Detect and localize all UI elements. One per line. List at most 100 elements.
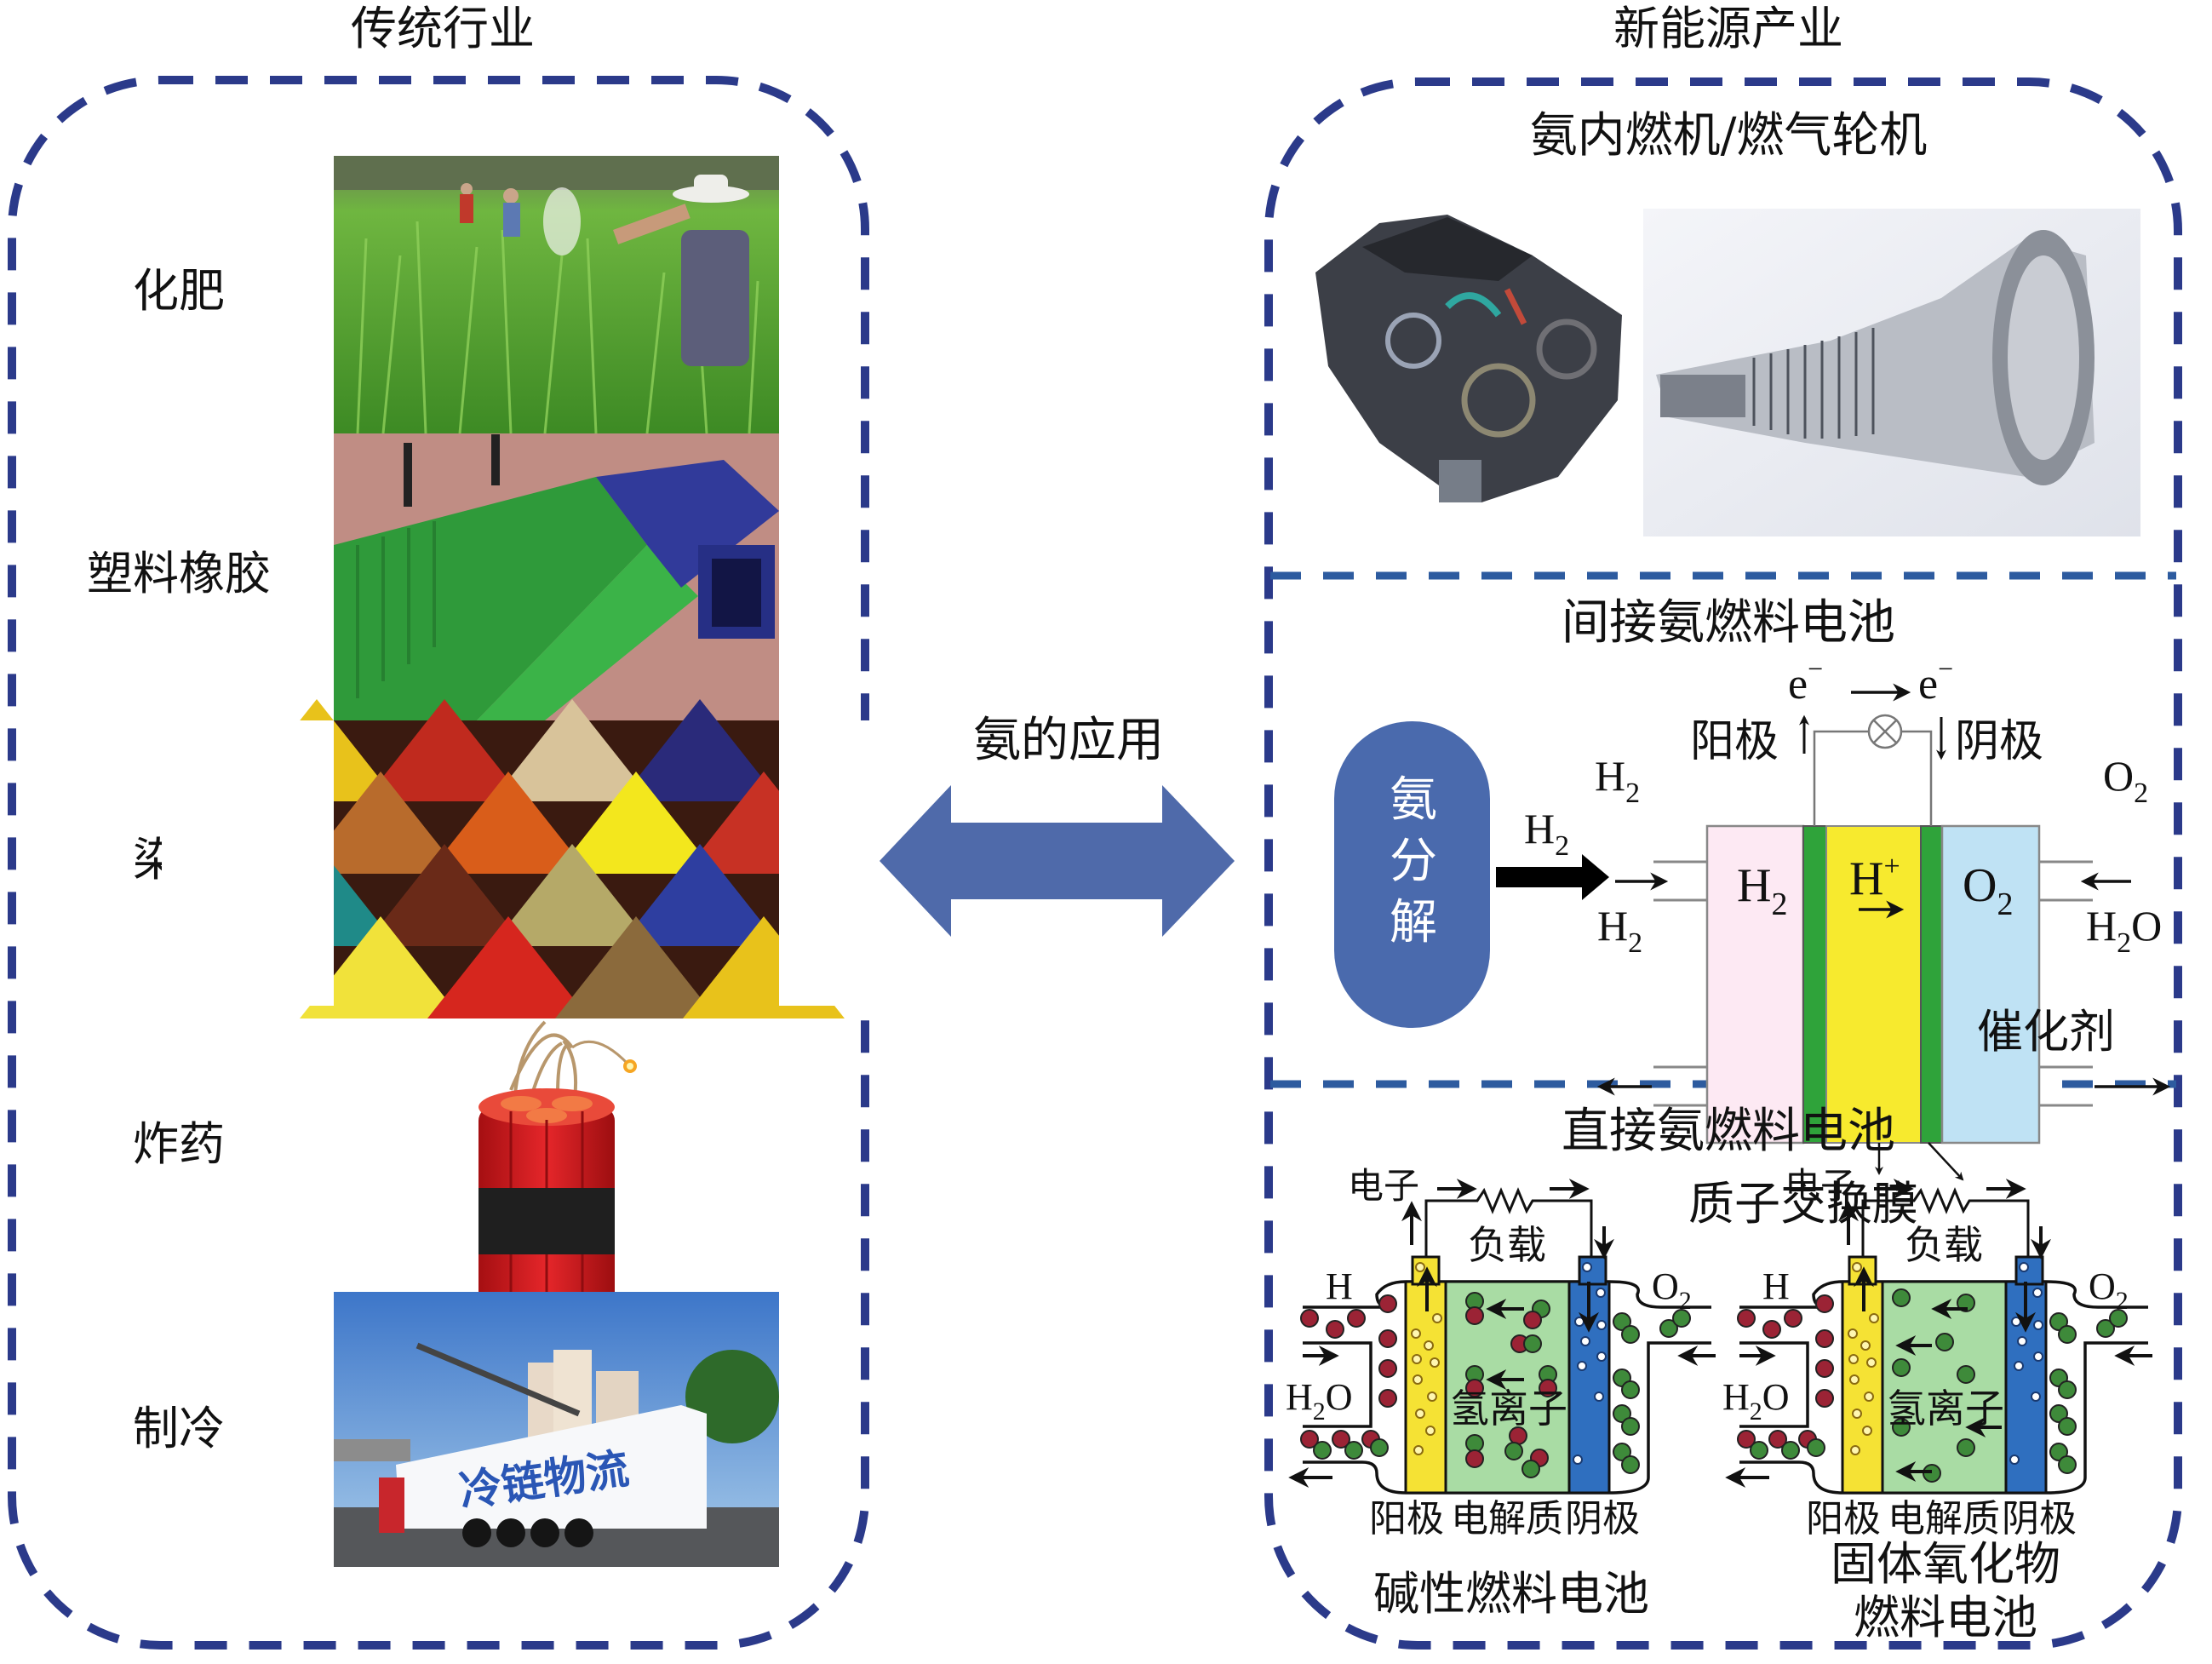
item-label-refrigeration: 制冷	[133, 1402, 225, 1455]
photo-fertilizer	[334, 156, 779, 434]
anode-layer-label: 阳极	[1806, 1497, 1881, 1541]
molecule	[1737, 1309, 1756, 1328]
anode-particle	[1432, 1313, 1442, 1323]
molecule	[1613, 1443, 1631, 1461]
photo-gas-turbine	[1643, 209, 2140, 536]
electron-label: 电子	[1348, 1165, 1419, 1207]
direct-cell-title: 直接氨燃料电池	[1562, 1104, 1895, 1159]
molecule	[1313, 1441, 1332, 1460]
new-energy-industry-box	[1264, 77, 2182, 1650]
photo-refrigeration: 冷链物流	[334, 1292, 779, 1567]
molecule	[1521, 1460, 1540, 1478]
anode-layer	[1404, 1280, 1447, 1495]
catalyst-label: 催化剂	[1977, 1005, 2115, 1059]
molecule	[1378, 1359, 1397, 1378]
molecule	[1892, 1358, 1911, 1377]
pem-fuel-cell	[1705, 824, 2041, 1145]
molecule	[1621, 1455, 1640, 1474]
external-circuit	[1813, 714, 1933, 826]
load-resistor-icon	[1861, 1187, 2030, 1257]
ion-label: 氢离子	[1450, 1386, 1567, 1432]
fuel-label: H	[1326, 1265, 1353, 1307]
molecule	[2058, 1417, 2077, 1436]
molecule	[1539, 1379, 1557, 1397]
molecule	[1815, 1294, 1834, 1313]
anode-particle	[1415, 1262, 1425, 1272]
decomposer-char-3: 解	[1390, 895, 1437, 950]
molecule	[1892, 1418, 1911, 1437]
anode-particle	[1430, 1357, 1440, 1368]
anode-catalyst-layer	[1802, 825, 1827, 1144]
cathode-particle	[2031, 1391, 2041, 1402]
cathode-layer-label: 阴极	[2002, 1497, 2077, 1541]
anode-label: 阳极	[1690, 716, 1779, 767]
molecule	[1935, 1333, 1954, 1351]
cathode-particle	[1594, 1391, 1604, 1402]
molecule	[1465, 1449, 1484, 1468]
molecule	[1784, 1309, 1802, 1328]
electron-label: 电子	[1785, 1165, 1856, 1207]
cell-ports	[1653, 860, 2093, 1107]
anode-chamber-label: H2	[1737, 859, 1787, 922]
exhaust-label: H2O	[1286, 1376, 1353, 1426]
membrane-label: 质子交换膜	[1688, 1177, 1918, 1231]
molecule	[1957, 1365, 1975, 1384]
molecule	[1523, 1311, 1542, 1329]
fuel-channel	[1303, 1341, 1372, 1428]
electron-label-right: e−	[1918, 653, 1953, 709]
photo-plastic-rubber	[334, 433, 779, 720]
anode-particle	[1413, 1445, 1424, 1455]
dye-cone	[364, 844, 525, 946]
oxidant-label: O2	[1652, 1265, 1692, 1315]
cathode-catalyst-layer	[1920, 825, 1943, 1144]
cathode-particle	[1596, 1288, 1606, 1298]
molecule	[1465, 1306, 1484, 1325]
h2o-outlet-label: H2O	[2086, 902, 2162, 959]
h2-feed-label: H2	[1524, 805, 1569, 862]
cathode-particle	[2014, 1361, 2024, 1371]
item-label-explosive: 炸药	[133, 1117, 225, 1171]
h2-outlet-label: H2	[1597, 902, 1642, 959]
center-title: 氨的应用	[973, 713, 1164, 768]
molecule	[2096, 1319, 2115, 1338]
dye-cone	[364, 699, 525, 801]
molecule	[2058, 1455, 2077, 1474]
dye-cone	[427, 772, 589, 874]
cathode-chamber-label: O2	[1963, 859, 2013, 922]
h2-feed-arrow-icon	[1496, 854, 1609, 900]
anode-particle	[1427, 1391, 1437, 1402]
fuel-label: H	[1762, 1265, 1790, 1307]
anode-particle	[1848, 1354, 1859, 1364]
engines-title: 氨内燃机/燃气轮机	[1530, 108, 1928, 164]
catalyst-pointer-icon	[1928, 1142, 1964, 1181]
molecule	[1807, 1438, 1825, 1457]
electron-label-left: e−	[1788, 653, 1823, 709]
dye-cone	[491, 844, 653, 946]
cathode-particle	[1596, 1320, 1607, 1330]
molecule	[1332, 1430, 1350, 1449]
anode-particle	[1852, 1262, 1862, 1272]
molecule	[1892, 1288, 1911, 1307]
anode-particle	[1850, 1445, 1860, 1455]
molecule	[1672, 1309, 1691, 1328]
molecule	[1300, 1309, 1319, 1328]
electrolyte-layer-label: 电解质	[1888, 1497, 2000, 1541]
anode-particle	[1849, 1374, 1860, 1385]
anode-particle	[1412, 1354, 1422, 1364]
molecule	[2109, 1309, 2128, 1328]
cathode-label: 阴极	[1955, 716, 2043, 767]
molecule	[1370, 1438, 1389, 1457]
cathode-chamber	[1940, 824, 2041, 1145]
indirect-cell-title: 间接氨燃料电池	[1562, 595, 1895, 651]
item-label-fertilizer: 化肥	[133, 264, 225, 318]
molecule	[1344, 1441, 1363, 1460]
molecule	[1957, 1438, 1975, 1457]
cell-housing-bottom	[1303, 1341, 1711, 1495]
anode-particle	[1848, 1328, 1858, 1339]
molecule	[1659, 1319, 1678, 1338]
load-label: 负载	[1468, 1222, 1546, 1268]
cathode-particle	[1582, 1262, 1592, 1272]
dye-cone	[619, 699, 781, 801]
molecule	[2049, 1404, 2068, 1423]
